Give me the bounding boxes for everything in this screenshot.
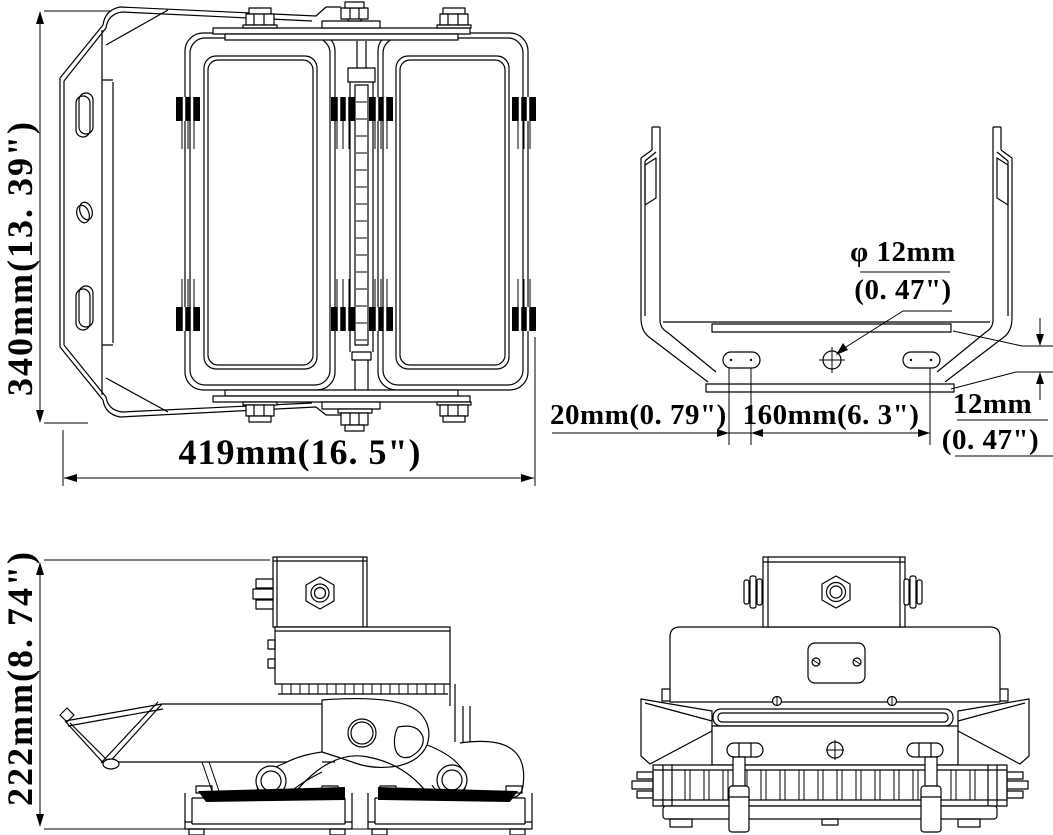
side-mounting-arm <box>59 701 455 792</box>
front-spring-clips <box>176 97 536 331</box>
rear-label-plate <box>807 642 866 684</box>
bracket-slot-offset-label: 20mm(0. 79") <box>550 399 727 431</box>
front-top-bar <box>212 1 472 41</box>
front-bottom-strap <box>102 396 341 418</box>
front-center-hinge <box>347 41 376 390</box>
bracket-step-label-line1: 12mm <box>952 388 1033 420</box>
rear-wings <box>640 698 1030 765</box>
bracket-hole-diameter-label-line2: (0. 47") <box>854 274 952 306</box>
bracket-step-label-line2: (0. 47") <box>941 424 1040 456</box>
rear-base-plate <box>662 805 998 828</box>
front-width-dimension-label: 419mm(16. 5") <box>178 432 422 472</box>
side-junction-box <box>252 556 368 628</box>
side-yoke-bracket <box>255 684 525 801</box>
rear-view <box>631 556 1030 833</box>
front-left-bracket-plate <box>59 9 169 413</box>
side-height-dimension-label: 222mm(8. 74") <box>0 550 40 806</box>
bracket-view <box>552 126 1053 457</box>
bracket-slot-spacing-label: 160mm(6. 3") <box>742 399 920 431</box>
bracket-dimension-lines <box>552 271 1053 457</box>
side-feet <box>184 785 533 835</box>
bracket-hole-diameter-label-line1: φ 12mm <box>850 236 956 268</box>
rear-clamps <box>728 756 942 833</box>
rear-heatsink <box>631 764 1029 807</box>
rear-cable-glands <box>743 575 923 609</box>
bracket-right-arm <box>936 126 1013 383</box>
side-driver-housing <box>267 626 451 695</box>
bracket-base-plate <box>663 321 990 393</box>
front-view <box>36 1 536 486</box>
rear-junction-box <box>743 556 923 628</box>
rear-panel <box>661 626 1009 707</box>
front-view-dimension-lines <box>36 10 536 486</box>
front-bottom-bar <box>212 389 472 432</box>
front-led-modules <box>184 32 529 391</box>
bracket-left-arm <box>640 126 717 383</box>
side-view <box>36 556 533 835</box>
front-top-strap <box>102 6 341 29</box>
rear-bracket-plate <box>711 708 959 766</box>
front-height-dimension-label: 340mm(13. 39") <box>0 120 40 396</box>
